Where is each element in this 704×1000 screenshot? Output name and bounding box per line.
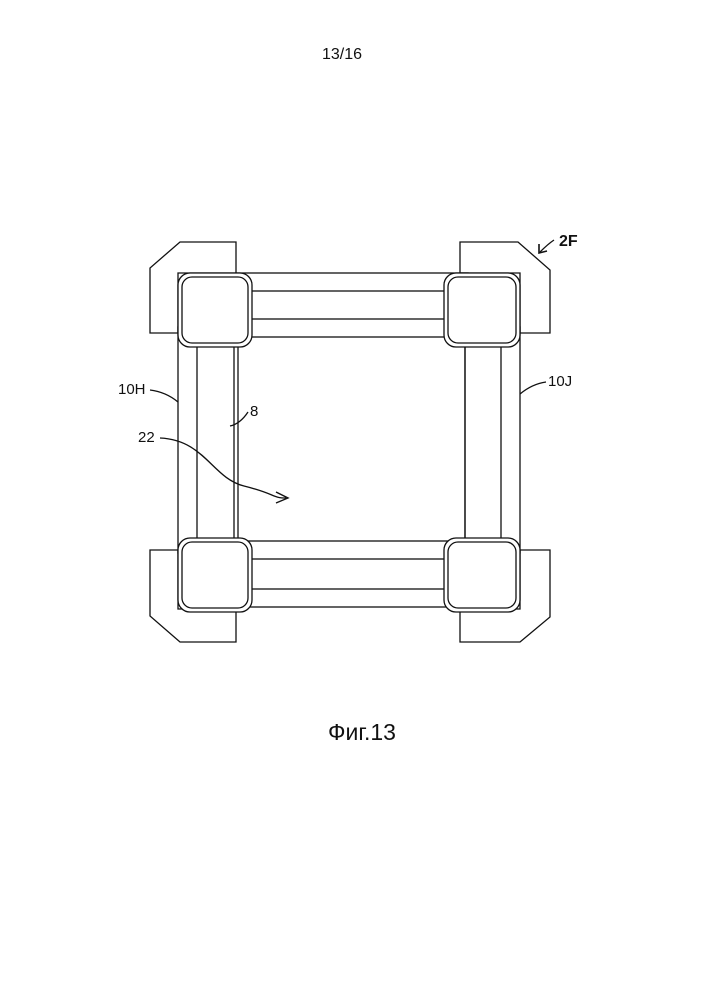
leader-8 [230, 412, 248, 426]
label-22: 22 [138, 429, 155, 446]
right-rail [465, 327, 520, 553]
label-10h: 10H [118, 381, 146, 398]
connector-node-top-right [444, 273, 520, 347]
label-8: 8 [250, 403, 258, 420]
label-2f: 2F [559, 233, 578, 250]
top-rail [236, 273, 468, 337]
leader-10h [150, 390, 178, 402]
leader-22 [160, 438, 286, 498]
label-10j: 10J [548, 373, 572, 390]
leader-2f [540, 240, 554, 252]
connector-node-top-left [178, 273, 252, 347]
connector-node-bottom-left [178, 538, 252, 612]
connector-node-bottom-right [444, 538, 520, 612]
left-rail [178, 327, 238, 553]
figure-caption: Фиг.13 [0, 719, 704, 746]
leader-10j [520, 382, 546, 394]
bottom-rail [236, 541, 468, 607]
